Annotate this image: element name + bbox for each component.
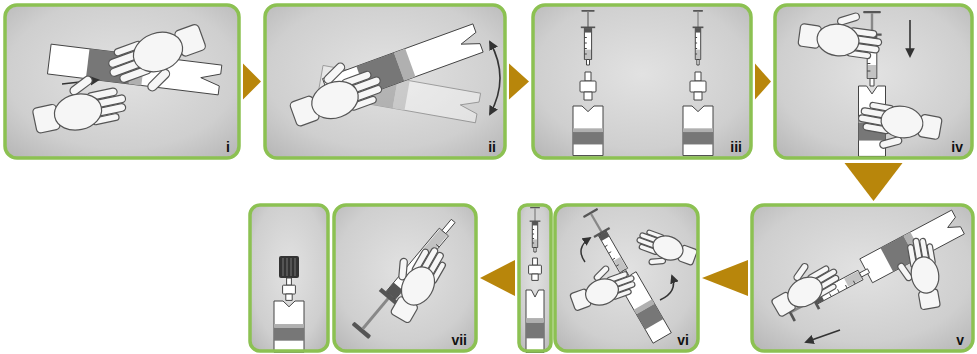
- illustration-part: [806, 330, 840, 342]
- step-number: iii: [730, 139, 742, 155]
- step-panel: i: [5, 5, 239, 158]
- illustration-part: [581, 238, 590, 262]
- step-number: iv: [951, 139, 963, 155]
- illustration-part: [5, 5, 239, 158]
- illustration-part: [797, 4, 885, 61]
- step-arrow: [509, 64, 529, 100]
- illustration-part: [763, 250, 845, 320]
- illustration-part: [274, 301, 304, 352]
- step-panel: iv: [775, 5, 972, 158]
- step-number: v: [956, 332, 964, 348]
- illustration-part: [283, 258, 295, 276]
- step-v-illustration: [763, 210, 965, 342]
- illustration-part: [660, 276, 674, 300]
- step-panel: ii: [265, 5, 505, 158]
- illustration-part: [533, 5, 751, 158]
- step-arrow: [480, 260, 515, 296]
- step-vii-illustration: [274, 213, 462, 352]
- illustration-part: [279, 256, 299, 278]
- step-number: vi: [677, 332, 689, 348]
- illustration-part: [909, 20, 911, 56]
- illustration-part: [555, 205, 698, 351]
- panel-grounds: [5, 5, 973, 351]
- illustration-part: [564, 257, 639, 314]
- illustration-part: [334, 205, 476, 351]
- step-arrow: [702, 260, 748, 296]
- illustration-part: [854, 99, 943, 159]
- illustration-part: [893, 236, 945, 313]
- step-number: ii: [488, 139, 496, 155]
- illustration-part: [529, 258, 542, 280]
- illustration-part: [102, 18, 214, 104]
- illustration-part: [752, 205, 973, 351]
- step-iv-illustration: [797, 4, 943, 158]
- step-arrow: [845, 163, 903, 201]
- illustration-part: [265, 5, 505, 158]
- step-ii-illustration: [282, 24, 500, 132]
- illustration-part: [351, 213, 463, 340]
- illustration-part: [555, 205, 698, 351]
- step-iii-illustration: [573, 10, 713, 156]
- illustration-part: [250, 205, 328, 351]
- illustration-part: [519, 205, 551, 351]
- step-arrow: [243, 64, 261, 100]
- step-panel: vi: [519, 205, 698, 351]
- illustration-part: [752, 205, 973, 351]
- step-arrow: [755, 64, 771, 100]
- illustration-part: [573, 106, 603, 156]
- step-panel: iii: [533, 5, 751, 158]
- panel-borders: [5, 5, 973, 351]
- step-number: vii: [451, 332, 467, 348]
- illustration-part: [490, 42, 500, 114]
- illustration-part: [690, 72, 706, 100]
- illustration-part: [581, 10, 595, 65]
- step-panel: v: [752, 205, 973, 351]
- illustration-part: [5, 5, 239, 158]
- illustration-part: [334, 205, 476, 351]
- illustration-part: [526, 290, 544, 352]
- step-number: i: [226, 139, 230, 155]
- step-i-illustration: [28, 18, 222, 138]
- illustration-part: [533, 5, 751, 158]
- illustration-part: [630, 226, 698, 278]
- illustration-part: [265, 5, 505, 158]
- illustration-part: [693, 10, 704, 65]
- step-panel: vii: [250, 205, 476, 351]
- illustration-part: [283, 278, 296, 300]
- illustration-part: [580, 72, 596, 100]
- illustration-part: [530, 207, 541, 252]
- illustration-part: [282, 51, 388, 132]
- illustration-part: [775, 5, 972, 158]
- illustration-part: [28, 68, 130, 139]
- illustration-part: [775, 5, 972, 158]
- illustration-part: [683, 106, 713, 156]
- illustration-part: [374, 235, 452, 326]
